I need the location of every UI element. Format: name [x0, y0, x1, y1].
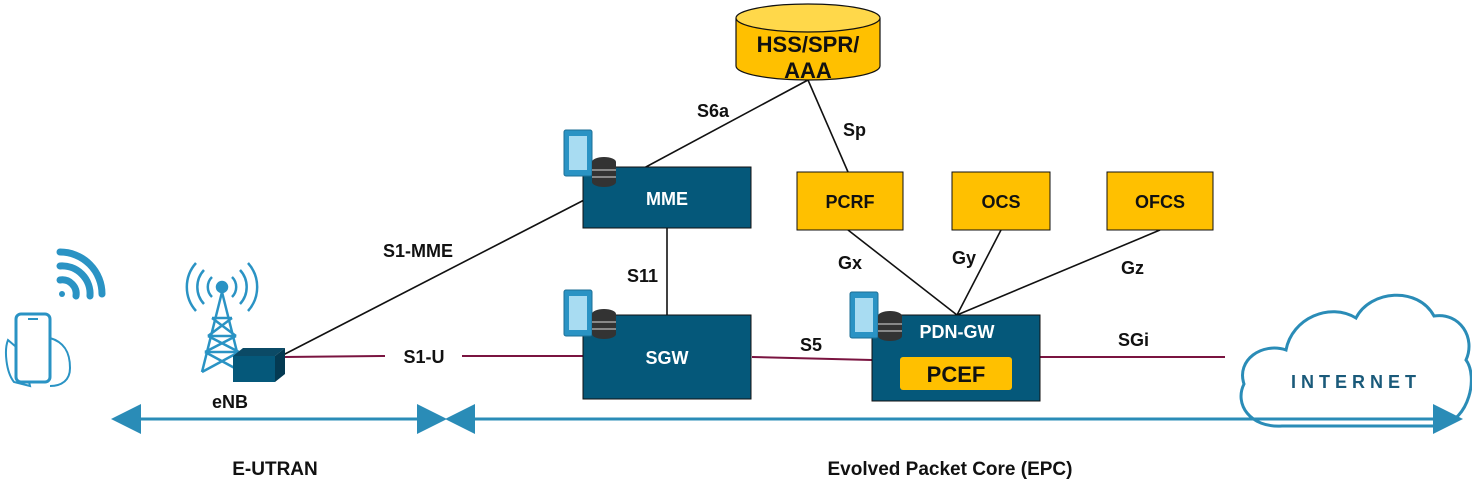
ofcs-node: OFCS [1106, 171, 1214, 231]
server-database-icon [563, 289, 616, 339]
sgi-label: SGi [1118, 330, 1149, 350]
mme-label: MME [646, 189, 688, 209]
enb-box [233, 348, 285, 382]
sp-link [807, 79, 849, 173]
pcef-label: PCEF [927, 362, 986, 387]
s5-label: S5 [800, 335, 822, 355]
s1u-label: S1-U [403, 347, 444, 367]
gx-label: Gx [838, 253, 862, 273]
cloud-icon: INTERNET [1239, 293, 1472, 428]
gx-link [847, 229, 958, 316]
cell-tower-icon [185, 262, 259, 374]
smartphone-icon [5, 312, 72, 388]
eutran-label: E-UTRAN [232, 459, 318, 480]
s5-link [751, 356, 873, 361]
ocs-node: OCS [951, 171, 1051, 231]
s6a-label: S6a [697, 101, 730, 121]
pdn-gw-label: PDN-GW [920, 322, 995, 342]
epc-label: Evolved Packet Core (EPC) [828, 459, 1073, 480]
s11-label: S11 [627, 266, 658, 286]
sgw-label: SGW [646, 348, 689, 368]
gz-label: Gz [1121, 258, 1144, 278]
ofcs-label: OFCS [1135, 192, 1185, 212]
hss-spr-aaa-database: HSS/SPR/ AAA [735, 3, 881, 83]
gy-link [956, 229, 1002, 316]
pcrf-node: PCRF [796, 171, 904, 231]
internet-label: INTERNET [1291, 372, 1421, 392]
hss-label-line1: HSS/SPR/ [757, 32, 860, 57]
ocs-label: OCS [981, 192, 1020, 212]
pcrf-label: PCRF [826, 192, 875, 212]
gz-link [956, 229, 1161, 316]
s1mme-label: S1-MME [383, 241, 453, 261]
sp-label: Sp [843, 120, 866, 140]
gy-label: Gy [952, 248, 976, 268]
enb-label: eNB [212, 392, 248, 412]
control-plane-links [282, 79, 1161, 356]
server-database-icon [563, 129, 616, 187]
hss-label-line2: AAA [784, 58, 832, 83]
user-plane-links [282, 355, 1225, 361]
s1u-link-left [282, 355, 386, 358]
server-database-icon [849, 291, 902, 341]
s1mme-link [282, 197, 589, 356]
wifi-signal-icon [56, 248, 106, 300]
